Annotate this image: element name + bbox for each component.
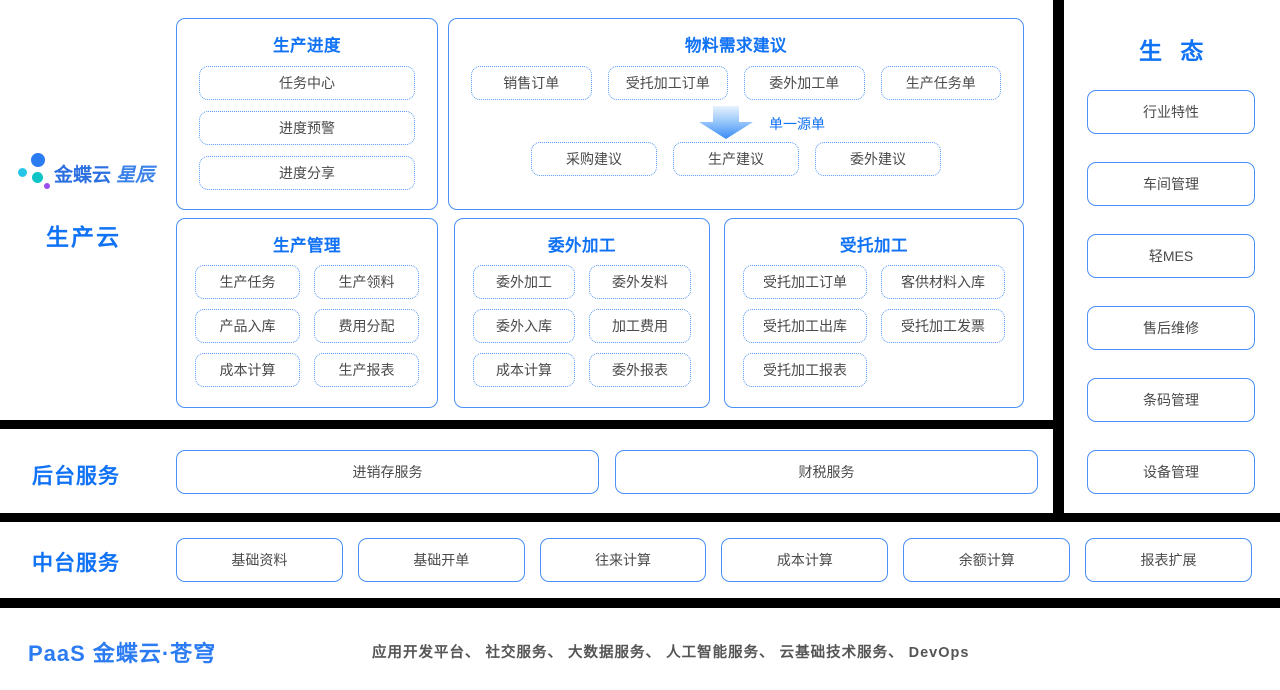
card-title-entrusted-processing: 受托加工 [840,237,908,255]
list-item[interactable]: 客供材料入库 [881,265,1005,299]
middle-service-transaction[interactable]: 往来计算 [539,538,707,582]
card-material-requirement: 物料需求建议 销售订单 受托加工订单 委外加工单 生产任务单 单一源单 采 [448,18,1024,210]
list-item[interactable]: 销售订单 [471,66,592,100]
ecosystem-item-list: 行业特性 车间管理 轻MES 售后维修 条码管理 设备管理 [1087,90,1255,494]
material-flow-connector: 单一源单 [449,106,1023,140]
card-title-outsourcing: 委外加工 [548,237,616,255]
production-progress-item-list: 任务中心 进度预警 进度分享 [199,66,415,190]
backend-services-list: 进销存服务 财税服务 [176,450,1038,494]
list-item[interactable]: 受托加工报表 [743,353,867,387]
card-outsourcing: 委外加工 委外加工 委外发料 委外入库 加工费用 成本计算 委外报表 [454,218,710,408]
list-item[interactable]: 受托加工订单 [743,265,867,299]
middle-service-cost[interactable]: 成本计算 [721,538,889,582]
section-label-middle-services: 中台服务 [32,552,120,575]
divider-bar-middle [0,513,1280,522]
middle-service-balance[interactable]: 余额计算 [903,538,1071,582]
card-entrusted-processing: 受托加工 受托加工订单 客供材料入库 受托加工出库 受托加工发票 受托加工报表 [724,218,1024,408]
brand-logo-text: 金蝶云 星辰 [54,160,154,187]
paas-description: 应用开发平台、 社交服务、 大数据服务、 人工智能服务、 云基础技术服务、 De… [372,645,970,661]
list-item[interactable]: 进度分享 [199,156,415,190]
section-label-backend-services: 后台服务 [32,465,120,488]
backend-service-inventory[interactable]: 进销存服务 [176,450,599,494]
paas-title: PaaS 金蝶云·苍穹 [28,641,217,666]
list-item[interactable]: 委外发料 [589,265,691,299]
ecosystem-title: 生 态 [1139,38,1210,64]
ecosystem-item-industry[interactable]: 行业特性 [1087,90,1255,134]
backend-service-finance[interactable]: 财税服务 [615,450,1038,494]
list-item[interactable]: 委外建议 [815,142,941,176]
material-source-list: 销售订单 受托加工订单 委外加工单 生产任务单 [471,66,1001,100]
divider-bar-bottom [0,598,1280,608]
production-management-item-grid: 生产任务 生产领料 产品入库 费用分配 成本计算 生产报表 [195,265,419,387]
divider-bar-top [0,420,1053,429]
brand-logo: 金蝶云 星辰 [14,152,164,198]
entrusted-item-grid: 受托加工订单 客供材料入库 受托加工出库 受托加工发票 受托加工报表 [743,265,1005,387]
card-title-production-progress: 生产进度 [273,37,341,55]
card-production-management: 生产管理 生产任务 生产领料 产品入库 费用分配 成本计算 生产报表 [176,218,438,408]
ecosystem-item-barcode[interactable]: 条码管理 [1087,378,1255,422]
list-item[interactable]: 委外加工 [473,265,575,299]
list-item[interactable]: 受托加工发票 [881,309,1005,343]
list-item[interactable]: 成本计算 [195,353,300,387]
list-item[interactable]: 加工费用 [589,309,691,343]
list-item[interactable]: 委外入库 [473,309,575,343]
list-item[interactable]: 费用分配 [314,309,419,343]
ecosystem-item-equipment[interactable]: 设备管理 [1087,450,1255,494]
list-item[interactable]: 采购建议 [531,142,657,176]
rail-title-production-cloud: 生产云 [46,224,121,250]
kingdee-dots-icon [14,152,56,192]
down-arrow-icon [699,106,753,139]
list-item[interactable]: 委外加工单 [744,66,865,100]
list-item[interactable]: 受托加工出库 [743,309,867,343]
brand-logo-text-main: 金蝶云 [54,165,112,186]
card-title-production-management: 生产管理 [273,237,341,255]
brand-logo-text-sub: 星辰 [116,165,155,186]
list-item[interactable]: 产品入库 [195,309,300,343]
ecosystem-item-workshop[interactable]: 车间管理 [1087,162,1255,206]
list-item[interactable]: 生产任务 [195,265,300,299]
ecosystem-item-aftersales[interactable]: 售后维修 [1087,306,1255,350]
card-production-progress: 生产进度 任务中心 进度预警 进度分享 [176,18,438,210]
ecosystem-item-mes[interactable]: 轻MES [1087,234,1255,278]
list-item[interactable]: 成本计算 [473,353,575,387]
outsourcing-item-grid: 委外加工 委外发料 委外入库 加工费用 成本计算 委外报表 [473,265,691,387]
list-item[interactable]: 生产领料 [314,265,419,299]
middle-service-base-billing[interactable]: 基础开单 [357,538,525,582]
list-item[interactable]: 任务中心 [199,66,415,100]
list-item[interactable]: 委外报表 [589,353,691,387]
list-item[interactable]: 进度预警 [199,111,415,145]
list-item[interactable]: 生产报表 [314,353,419,387]
middle-service-base-data[interactable]: 基础资料 [176,538,343,582]
middle-service-report[interactable]: 报表扩展 [1085,538,1252,582]
divider-bar-right [1053,0,1064,522]
list-item[interactable]: 生产建议 [673,142,799,176]
card-title-material-requirement: 物料需求建议 [685,37,787,55]
material-flow-label: 单一源单 [769,116,825,132]
list-item[interactable]: 生产任务单 [880,66,1001,100]
middle-services-list: 基础资料 基础开单 往来计算 成本计算 余额计算 报表扩展 [176,538,1252,582]
list-item[interactable]: 受托加工订单 [607,66,728,100]
material-suggestion-list: 采购建议 生产建议 委外建议 [531,142,941,176]
